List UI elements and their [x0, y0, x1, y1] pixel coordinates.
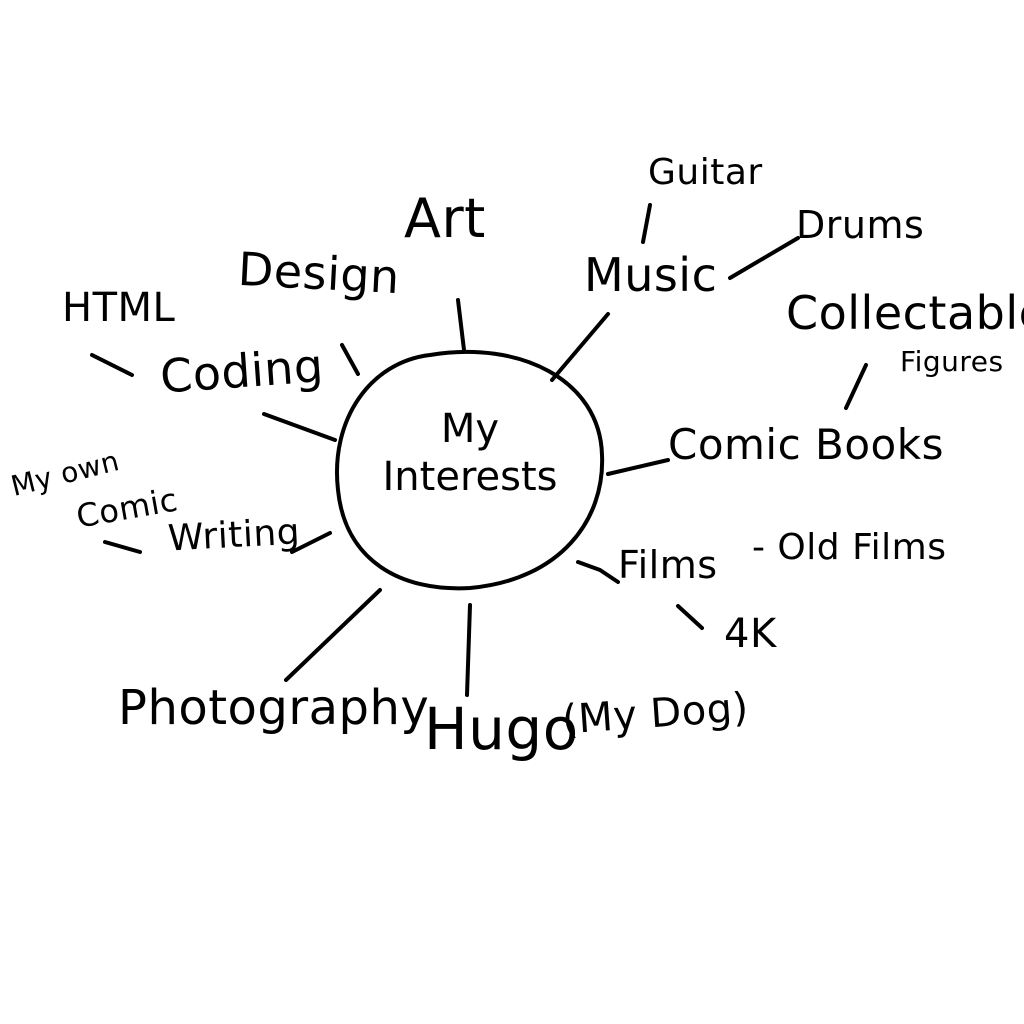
topic-design: Design [236, 241, 402, 305]
connector-art [456, 298, 466, 352]
connector-coding [262, 412, 337, 442]
connector-figures [844, 363, 868, 410]
topic-music: Music [584, 248, 718, 302]
center-topic-line2: Interests [382, 454, 558, 500]
topic-collectable: Collectable [786, 286, 1024, 340]
center-topic: My Interests [360, 405, 580, 501]
center-topic-line1: My [440, 406, 500, 452]
connector-writing [290, 531, 332, 554]
connector-hugo [465, 603, 472, 697]
topic-hugo: Hugo [424, 695, 579, 763]
connector-my-own-comic [103, 540, 142, 554]
connector-guitar [641, 203, 652, 244]
topic-4k: 4K [724, 611, 777, 657]
topic-films: Films [618, 543, 718, 587]
connector-drums [728, 236, 800, 280]
center-bubble-outline [335, 349, 605, 591]
topic-writing: Writing [166, 511, 302, 560]
topic-photography: Photography [118, 680, 430, 736]
connector-4k [676, 604, 704, 630]
topic-old-films: - Old Films [752, 527, 947, 568]
topic-art: Art [404, 187, 486, 250]
connector-films [576, 560, 620, 584]
connector-html [90, 353, 134, 377]
topic-drums: Drums [796, 203, 925, 247]
connector-comic-books [606, 458, 670, 476]
topic-figures: Figures [900, 345, 1004, 378]
topic-html: HTML [62, 285, 176, 331]
connector-design [340, 343, 360, 376]
topic-comic-books: Comic Books [668, 420, 944, 469]
connector-photography [284, 588, 382, 682]
topic-coding: Coding [158, 338, 326, 404]
topic-guitar: Guitar [648, 152, 763, 193]
connector-music [550, 312, 610, 382]
